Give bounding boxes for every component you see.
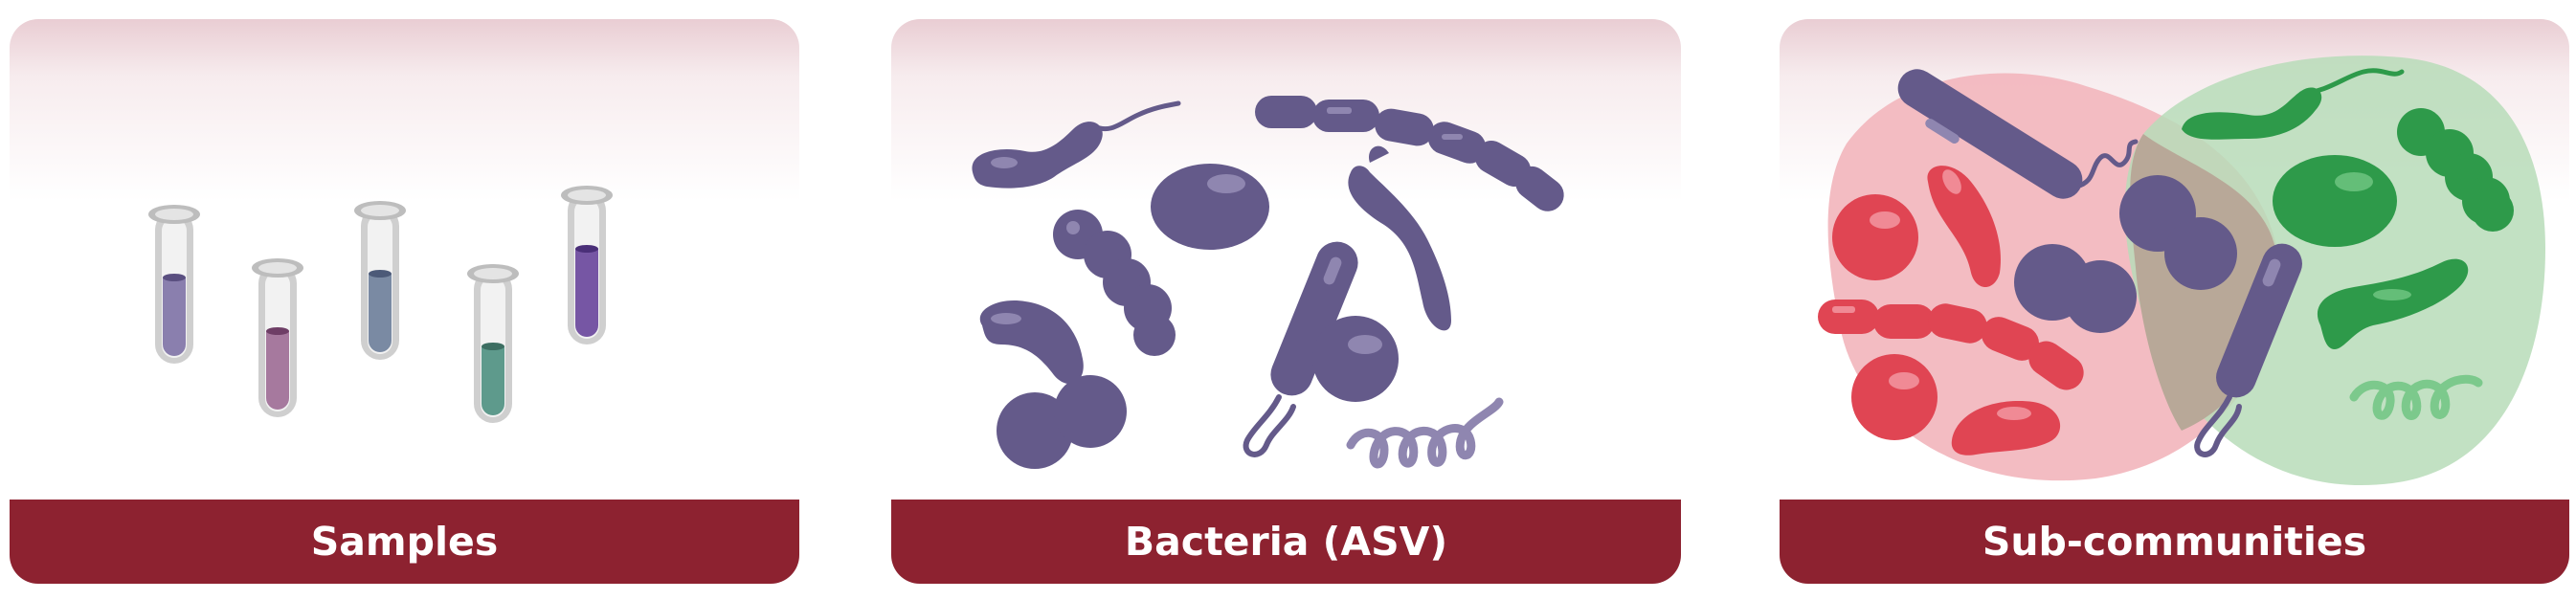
samples-illustration <box>10 19 799 498</box>
subcommunities-illustration <box>1780 19 2569 498</box>
test-tube-icon <box>354 201 406 360</box>
test-tube-icon <box>148 205 200 364</box>
test-tube-icon <box>561 186 613 344</box>
test-tube-icon <box>467 264 519 423</box>
bacteria-icon <box>1243 241 1358 457</box>
bacteria-icon <box>972 100 1181 189</box>
bacteria-icon <box>1348 145 1451 331</box>
panel-bacteria: Bacteria (ASV) <box>891 19 1681 584</box>
bacteria-icon <box>1818 300 2084 390</box>
bacteria-icon <box>1951 401 2061 456</box>
test-tube-icon <box>252 258 303 417</box>
bacteria-icon <box>2194 243 2302 457</box>
subcommunities-label: Sub-communities <box>1780 500 2569 584</box>
bacteria-icon <box>1851 354 1938 440</box>
bacteria-icon <box>979 300 1084 385</box>
bacteria-icon <box>1927 166 2001 287</box>
bacteria-icon <box>2273 155 2397 247</box>
bacteria-illustration <box>891 19 1681 498</box>
bacteria-icon <box>1832 194 1918 280</box>
bacteria-icon <box>2014 244 2137 333</box>
panel-samples: Samples <box>10 19 799 584</box>
bacteria-label: Bacteria (ASV) <box>891 500 1681 584</box>
bacteria-icon <box>2182 68 2405 140</box>
panel-subcommunities: Sub-communities <box>1780 19 2569 584</box>
bacteria-icon <box>1151 164 1269 250</box>
bacteria-icon <box>1897 69 2139 199</box>
bacteria-icon <box>1312 316 1399 402</box>
bacteria-icon <box>1053 210 1176 356</box>
bacteria-icon <box>2397 108 2514 232</box>
bacteria-icon <box>2349 374 2483 420</box>
samples-label: Samples <box>10 500 799 584</box>
bacteria-icon <box>2317 258 2469 349</box>
bacteria-icon <box>2119 175 2237 290</box>
bacteria-icon <box>1346 397 1504 469</box>
bacteria-icon <box>1255 96 1564 211</box>
bacteria-icon <box>997 375 1127 469</box>
